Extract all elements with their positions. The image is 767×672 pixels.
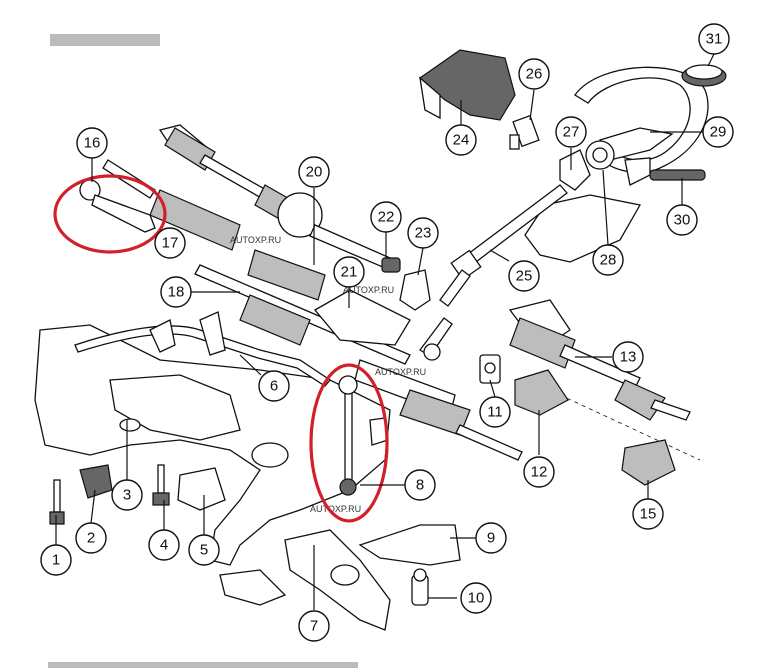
svg-text:3: 3 [123, 487, 131, 504]
leader-lines [55, 53, 715, 610]
bolt-1 [49, 479, 65, 525]
callout-1: 1 [40, 544, 72, 576]
svg-text:30: 30 [674, 212, 691, 229]
callout-20: 20 [298, 156, 330, 188]
svg-text:21: 21 [341, 264, 358, 281]
bracket-5 [177, 467, 226, 511]
svg-text:27: 27 [563, 124, 580, 141]
svg-text:17: 17 [162, 235, 179, 252]
callout-8: 8 [404, 469, 436, 501]
svg-text:10: 10 [468, 590, 485, 607]
callout-9: 9 [475, 522, 507, 554]
svg-text:29: 29 [710, 124, 727, 141]
svg-text:16: 16 [84, 135, 101, 152]
svg-text:9: 9 [487, 530, 495, 547]
callout-12: 12 [523, 456, 555, 488]
callout-22: 22 [370, 201, 402, 233]
callout-10: 10 [460, 582, 492, 614]
watermark-4: AUTOXP.RU [310, 504, 361, 514]
svg-text:18: 18 [168, 284, 185, 301]
subframe [34, 324, 391, 566]
steering-column-cover [419, 49, 516, 121]
svg-text:1: 1 [52, 552, 60, 569]
bracket-6 [149, 319, 176, 353]
lower-arm-9 [358, 524, 461, 566]
bracket-2 [79, 464, 113, 499]
svg-text:8: 8 [416, 477, 424, 494]
callout-23: 23 [407, 217, 439, 249]
callout-31: 31 [698, 23, 730, 55]
svg-text:2: 2 [87, 530, 95, 547]
callout-18: 18 [160, 276, 192, 308]
svg-text:11: 11 [487, 404, 503, 421]
callout-30: 30 [666, 204, 698, 236]
bolt-4 [152, 464, 170, 506]
drive-shaft-boot-12 [514, 369, 569, 416]
callout-15: 15 [632, 498, 664, 530]
lower-arm-7 [219, 529, 391, 631]
callout-11: 11 [479, 396, 511, 428]
svg-text:6: 6 [270, 378, 278, 395]
callout-29: 29 [702, 116, 734, 148]
stabilizer-bar [74, 311, 331, 387]
svg-text:13: 13 [620, 349, 637, 366]
header-marks [48, 34, 358, 668]
svg-text:12: 12 [531, 464, 548, 481]
callout-26: 26 [518, 58, 550, 90]
svg-text:25: 25 [516, 268, 533, 285]
svg-text:4: 4 [160, 537, 168, 554]
drive-shaft-boot-15 [621, 439, 676, 486]
rack-clamp-22 [381, 257, 401, 273]
svg-text:5: 5 [200, 542, 208, 559]
svg-text:26: 26 [526, 66, 543, 83]
callout-25: 25 [508, 260, 540, 292]
column-switches [559, 140, 706, 191]
svg-text:7: 7 [310, 618, 318, 635]
horn-pad [681, 64, 727, 87]
highlight-stabilizer-link [309, 363, 389, 523]
callout-4: 4 [148, 529, 180, 561]
watermark-2: AUTOXP.RU [343, 285, 394, 295]
svg-text:15: 15 [640, 506, 657, 523]
svg-text:23: 23 [415, 225, 432, 242]
watermark-1: AUTOXP.RU [230, 235, 281, 245]
svg-text:20: 20 [306, 164, 323, 181]
callout-2: 2 [75, 522, 107, 554]
left-drive-shaft [158, 124, 391, 269]
svg-text:22: 22 [378, 209, 395, 226]
callout-13: 13 [612, 341, 644, 373]
callout-3: 3 [111, 479, 143, 511]
callout-6: 6 [258, 370, 290, 402]
callout-7: 7 [298, 610, 330, 642]
callout-17: 17 [154, 227, 186, 259]
bushing-11 [479, 354, 501, 384]
svg-text:28: 28 [600, 252, 617, 269]
svg-text:31: 31 [706, 31, 723, 48]
ball-joint-10 [411, 568, 429, 606]
callout-24: 24 [445, 124, 477, 156]
rack-mount-23 [399, 269, 431, 311]
right-drive-shaft [508, 299, 701, 461]
highlight-tie-rod-end [53, 174, 167, 254]
svg-text:24: 24 [453, 132, 470, 149]
callout-27: 27 [555, 116, 587, 148]
rack-bracket-21 [314, 289, 411, 346]
callout-5: 5 [188, 534, 220, 566]
callout-21: 21 [333, 256, 365, 288]
callout-16: 16 [76, 127, 108, 159]
stabilizer-link [338, 375, 389, 496]
watermark-3: AUTOXP.RU [375, 367, 426, 377]
steering-shaft [419, 184, 568, 361]
ignition-lock [509, 114, 540, 150]
callout-28: 28 [592, 244, 624, 276]
